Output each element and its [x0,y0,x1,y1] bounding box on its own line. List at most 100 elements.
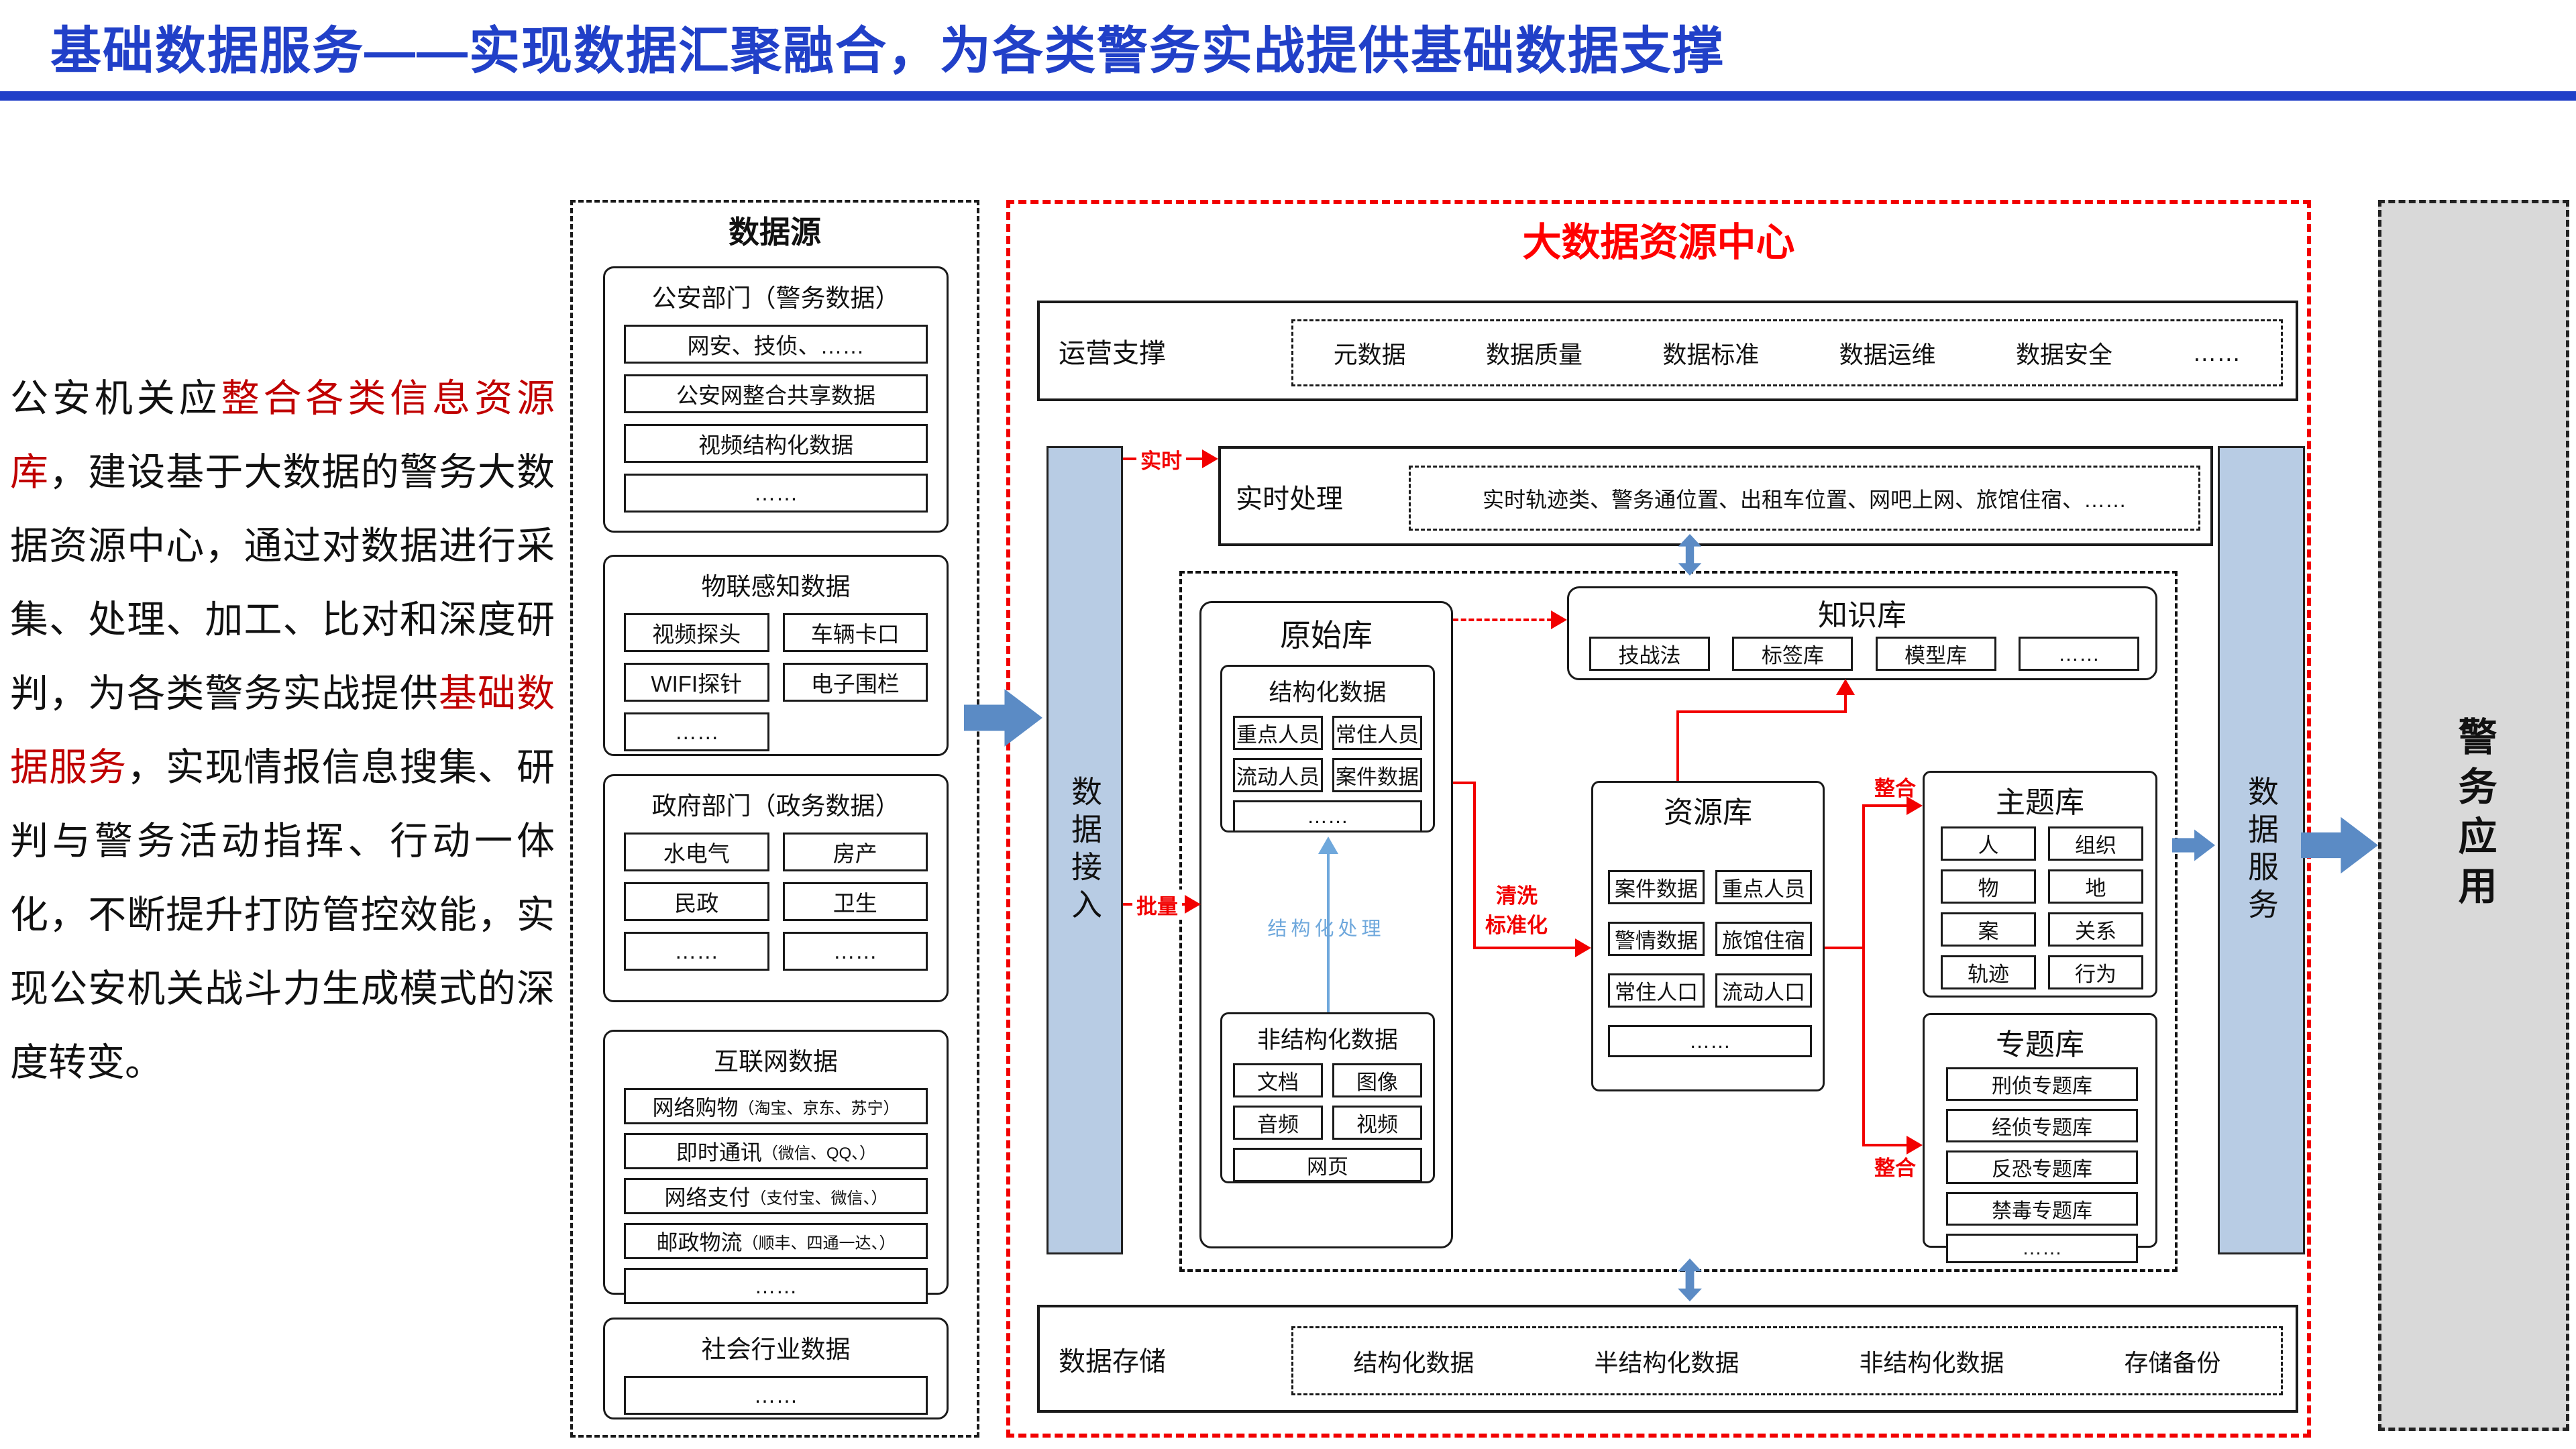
storage-item: 非结构化数据 [1859,1348,2004,1377]
special-topic-library-title: 专题库 [1996,1028,2084,1061]
resource-item: 警情数据 [1608,922,1705,956]
intro-text: ，实现情报信息搜集、研判与警务活动指挥、行动一体化，不断提升打防管控效能，实现公… [10,747,555,1084]
resource-item: 旅馆住宿 [1715,922,1812,956]
structuring-arrow-line [1327,853,1330,1012]
data-source-panel: 数据源 公安部门（警务数据） 网安、技侦、…… 公安网整合共享数据 视频结构化数… [570,200,979,1438]
realtime-label: 实时处理 [1236,484,1343,514]
source-item: …… [624,712,770,751]
knowledge-library-title: 知识库 [1818,599,1907,632]
knowledge-item: 技战法 [1589,637,1710,671]
group-title: 公安部门（警务数据） [651,284,900,312]
ops-item: 元数据 [1333,341,1406,368]
resource-item: 流动人口 [1715,973,1812,1008]
resource-item: 常住人口 [1608,973,1705,1008]
group-social-industry-data: 社会行业数据 …… [603,1318,949,1419]
source-item: WIFI探针 [624,663,769,702]
source-item: …… [624,474,928,513]
theme-item: 地 [2048,869,2143,904]
arrow-center-to-service [2172,810,2215,880]
data-storage-row: 数据存储 结构化数据 半结构化数据 非结构化数据 存储备份 [1037,1305,2298,1413]
big-data-center-title: 大数据资源中心 [1522,221,1795,264]
structuring-arrow-head [1318,837,1338,854]
data-access-bar: 数据接入 [1046,446,1123,1254]
special-item: 禁毒专题库 [1946,1192,2138,1226]
resource-library-title: 资源库 [1664,796,1752,829]
theme-item: 关系 [2048,912,2143,947]
flow-line-res-knowledge-2 [1676,710,1847,713]
theme-library: 主题库 人 组织 物 地 案 关系 轨迹 行为 [1923,771,2157,998]
group-title: 互联网数据 [714,1048,838,1075]
theme-item: 人 [1941,826,2036,861]
realtime-processing-row: 实时处理 实时轨迹类、警务通位置、出租车位置、网吧上网、旅馆住宿、…… [1218,446,2213,546]
flow-arrow-res-knowledge [1836,679,1855,695]
data-storage-label: 数据存储 [1059,1346,1166,1377]
police-application-title: 警务应用 [2452,716,2496,915]
flow-label-clean: 清洗 [1496,884,1538,908]
group-title: 政府部门（政务数据） [651,792,900,820]
unstructured-item: 文档 [1233,1063,1323,1097]
storage-item: 半结构化数据 [1594,1348,1739,1377]
unstructured-data-box: 非结构化数据 文档 图像 音频 视频 网页 [1220,1012,1435,1183]
flow-label-standardize: 标准化 [1485,914,1548,937]
resource-item: 案件数据 [1608,870,1705,904]
storage-item: 结构化数据 [1353,1348,1474,1377]
flow-label-realtime: 实时 [1136,444,1186,474]
arrow-service-to-application [2301,810,2378,880]
raw-library-title: 原始库 [1280,618,1373,653]
ops-item: 数据质量 [1485,341,1582,368]
police-application-panel: 警务应用 [2378,200,2569,1431]
group-iot-data: 物联感知数据 视频探头 车辆卡口 WIFI探针 电子围栏 …… [603,555,949,756]
flow-line-clean-2 [1473,782,1476,949]
structured-item: 案件数据 [1332,758,1422,792]
raw-library: 原始库 结构化数据 重点人员 常住人员 流动人员 案件数据 …… [1199,601,1453,1248]
data-source-title: 数据源 [729,215,821,250]
group-title: 社会行业数据 [701,1336,851,1363]
source-item: …… [624,1376,928,1415]
knowledge-item: 模型库 [1875,637,1996,671]
source-item: 水电气 [624,833,769,871]
intro-text: 公安机关应 [10,378,221,420]
flow-line-res-knowledge-3 [1844,694,1847,713]
special-item: 反恐专题库 [1946,1150,2138,1184]
page-title: 基础数据服务——实现数据汇聚融合，为各类警务实战提供基础数据支撑 [50,23,1725,80]
theme-item: 案 [1941,912,2036,947]
special-topic-library: 专题库 刑侦专题库 经侦专题库 反恐专题库 禁毒专题库 …… [1923,1013,2157,1263]
ops-support-items: 元数据 数据质量 数据标准 数据运维 数据安全 …… [1291,319,2283,386]
source-item: …… [624,1268,928,1304]
theme-item: 行为 [2048,955,2143,989]
group-items: …… [624,1376,928,1415]
ops-support-row: 运营支撑 元数据 数据质量 数据标准 数据运维 数据安全 …… [1037,301,2298,401]
ops-item: 数据安全 [2015,341,2112,368]
ops-item: 数据标准 [1662,341,1760,368]
flow-line-integrate-bottom [1862,1144,1908,1146]
source-item: 房产 [782,833,928,871]
unstructured-item: 视频 [1332,1106,1422,1140]
group-title: 物联感知数据 [701,573,851,600]
theme-library-title: 主题库 [1996,786,2084,819]
flow-line-clean-1 [1453,782,1476,784]
realtime-content-box: 实时轨迹类、警务通位置、出租车位置、网吧上网、旅馆住宿、…… [1409,466,2200,531]
data-access-label: 数据接入 [1067,775,1102,926]
group-internet-data: 互联网数据 网络购物（淘宝、京东、苏宁） 即时通讯（微信、QQ、） 网络支付（支… [603,1030,949,1304]
flow-arrow-raw-to-knowledge [1551,610,1567,629]
knowledge-item: 标签库 [1732,637,1854,671]
flow-line-integrate-trunk [1862,804,1865,1146]
source-item: 视频结构化数据 [624,424,928,463]
flow-label-batch: 批量 [1132,890,1182,920]
intro-text: ，建设基于大数据的警务大数据资源中心，通过对数据进行采集、处理、加工、比对和深度… [10,451,555,715]
data-storage-items: 结构化数据 半结构化数据 非结构化数据 存储备份 [1291,1326,2283,1395]
knowledge-library: 知识库 技战法 标签库 模型库 …… [1567,586,2157,680]
flow-line-clean-3 [1473,947,1576,949]
group-items: 视频探头 车辆卡口 WIFI探针 电子围栏 …… [624,613,928,751]
source-item: 即时通讯（微信、QQ、） [624,1133,928,1169]
big-data-center-panel: 大数据资源中心 运营支撑 元数据 数据质量 数据标准 数据运维 数据安全 …… … [1006,200,2311,1438]
source-item: 网络购物（淘宝、京东、苏宁） [624,1088,928,1124]
structured-item: 常住人员 [1332,716,1422,750]
realtime-content: 实时轨迹类、警务通位置、出租车位置、网吧上网、旅馆住宿、…… [1482,487,2127,512]
data-service-label: 数据服务 [2244,775,2279,926]
ops-item: 数据运维 [1839,341,1936,368]
knowledge-item: …… [2018,637,2139,671]
source-item: 卫生 [782,882,928,921]
ops-support-label: 运营支撑 [1059,339,1166,368]
